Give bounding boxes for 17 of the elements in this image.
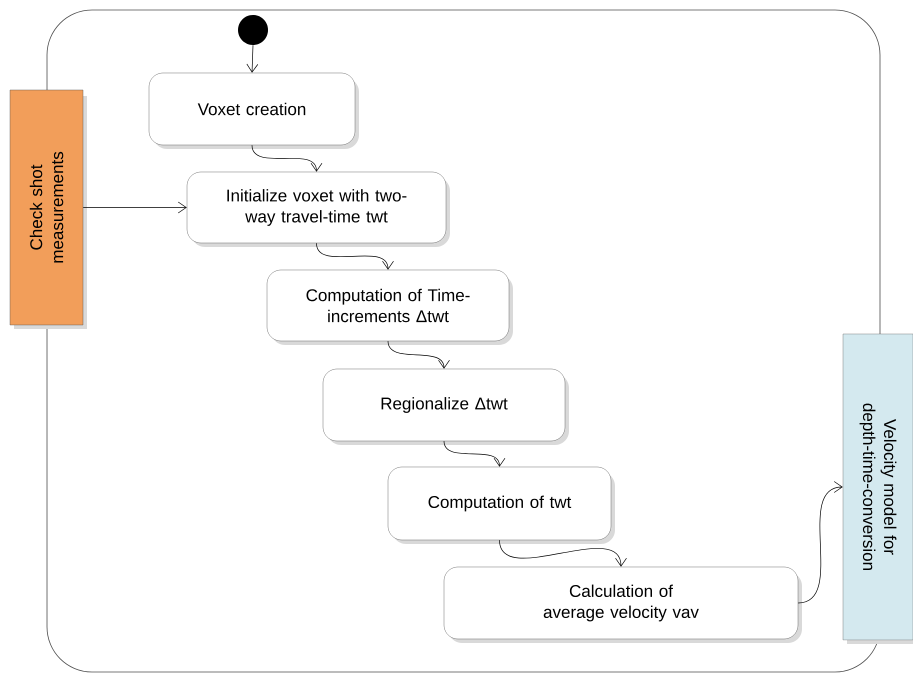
arrow <box>388 340 450 369</box>
input-box: Check shot measurements <box>10 90 87 329</box>
arrow <box>82 202 187 214</box>
arrow <box>798 481 843 604</box>
activity-box: Regionalize Δtwt <box>322 368 569 445</box>
output-box: Velocity model for depth-time-conversion <box>842 334 913 644</box>
activity-box: Computation of Time-increments Δtwt <box>266 270 513 345</box>
activity-box: Calculation of average velocity vav <box>444 566 802 643</box>
arrow <box>246 44 258 73</box>
arrow <box>252 144 322 172</box>
arrow <box>444 440 506 467</box>
arrow <box>316 242 394 270</box>
activity-box: Voxet creation <box>148 72 359 149</box>
arrow <box>499 540 627 567</box>
start-dot <box>238 15 268 45</box>
activity-box: Initialize voxet with two-way travel-time twt <box>186 172 450 247</box>
activity-box: Computation of twt <box>388 466 615 544</box>
